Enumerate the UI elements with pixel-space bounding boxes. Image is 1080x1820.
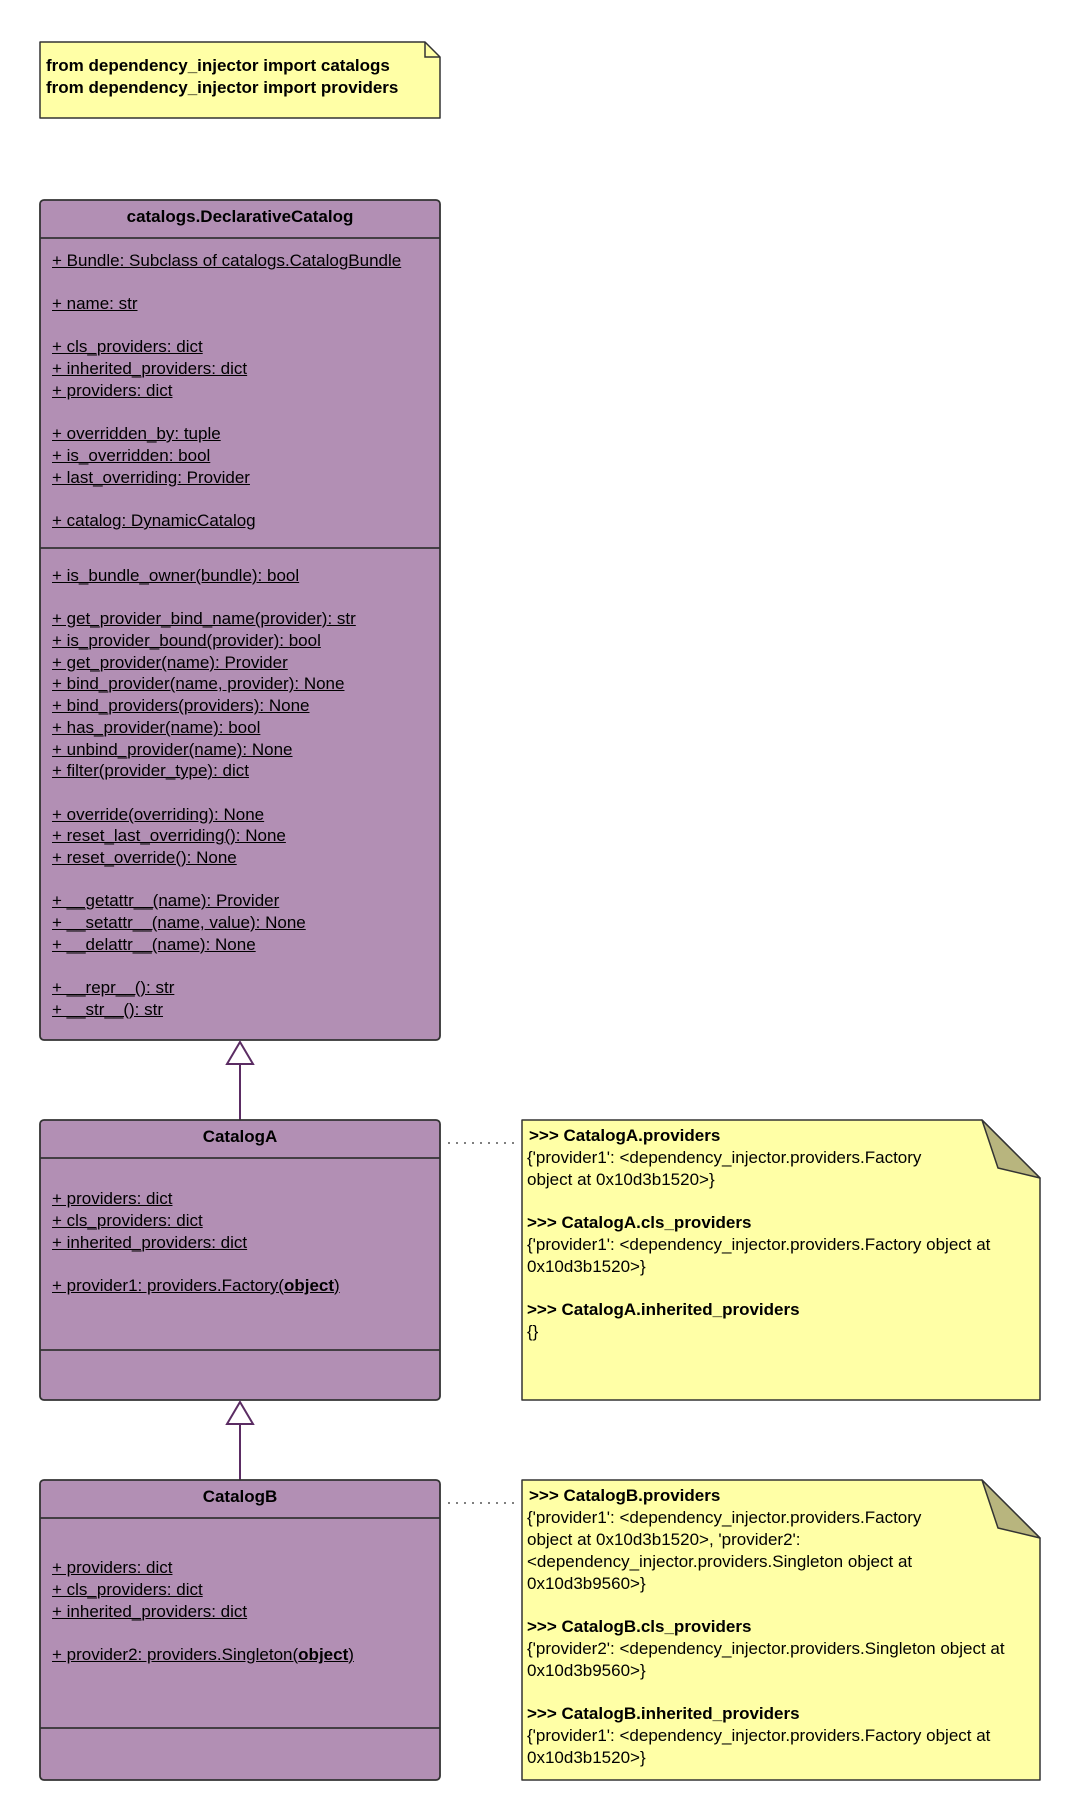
method: + override(overriding): None	[52, 805, 265, 824]
attribute: + inherited_providers: dict	[52, 1602, 248, 1621]
attribute: + providers: dict	[52, 381, 173, 400]
note-line: {}	[527, 1322, 539, 1341]
inheritance-arrowhead-a	[225, 1040, 255, 1065]
provider-prefix: + provider2: providers.Singleton(	[52, 1645, 299, 1664]
note-line: {'provider1': <dependency_injector.provi…	[527, 1148, 922, 1167]
note-line: {'provider1': <dependency_injector.provi…	[527, 1235, 991, 1254]
note-b-shape	[521, 1479, 1041, 1781]
attribute: + cls_providers: dict	[52, 337, 203, 356]
attribute: + cls_providers: dict	[52, 1580, 203, 1599]
catalog-b-title: CatalogB	[202, 1487, 278, 1506]
method: + __repr__(): str	[52, 978, 175, 997]
note-line: <dependency_injector.providers.Singleton…	[527, 1552, 913, 1571]
note-heading: >>> CatalogB.cls_providers	[527, 1617, 752, 1636]
attribute: + name: str	[52, 294, 138, 313]
note-a-fold	[981, 1119, 1041, 1179]
inheritance-arrowhead-b	[225, 1400, 255, 1425]
provider-suffix: )	[348, 1645, 354, 1664]
attribute: + inherited_providers: dict	[52, 1233, 248, 1252]
method: + unbind_provider(name): None	[52, 740, 293, 759]
import-note-shape	[39, 41, 441, 119]
method: + get_provider(name): Provider	[52, 653, 288, 672]
note-line: {'provider1': <dependency_injector.provi…	[527, 1508, 922, 1527]
method: + bind_providers(providers): None	[52, 696, 310, 715]
method: + bind_provider(name, provider): None	[52, 674, 345, 693]
method: + reset_override(): None	[52, 848, 237, 867]
note-a-shape	[521, 1119, 1041, 1401]
note-line: object at 0x10d3b1520>}	[527, 1170, 715, 1189]
method: + reset_last_overriding(): None	[52, 826, 286, 845]
note-heading: >>> CatalogA.cls_providers	[527, 1213, 752, 1232]
catalog-a-box	[39, 1119, 441, 1401]
provider-bold: object	[283, 1276, 335, 1295]
attribute: + last_overriding: Provider	[52, 468, 250, 487]
note-line: 0x10d3b9560>}	[527, 1574, 646, 1593]
provider-attribute: + provider1: providers.Factory(object)	[52, 1275, 340, 1297]
attribute: + overridden_by: tuple	[52, 424, 221, 443]
note-line: 0x10d3b9560>}	[527, 1661, 646, 1680]
attribute: + providers: dict	[52, 1189, 173, 1208]
method: + __delattr__(name): None	[52, 935, 256, 954]
method: + __setattr__(name, value): None	[52, 913, 306, 932]
import-note-text: from dependency_injector import catalogs…	[46, 55, 398, 99]
attribute: + inherited_providers: dict	[52, 359, 248, 378]
import-note-fold	[424, 42, 440, 58]
method: + has_provider(name): bool	[52, 718, 261, 737]
declarative-catalog-title: catalogs.DeclarativeCatalog	[126, 207, 354, 226]
method: + is_provider_bound(provider): bool	[52, 631, 321, 650]
note-line: 0x10d3b1520>}	[527, 1748, 646, 1767]
catalog-b-box	[39, 1479, 441, 1781]
note-heading: >>> CatalogA.inherited_providers	[527, 1300, 800, 1319]
provider-attribute: + provider2: providers.Singleton(object)	[52, 1644, 354, 1666]
attribute: + providers: dict	[52, 1558, 173, 1577]
method: + get_provider_bind_name(provider): str	[52, 609, 356, 628]
note-heading: >>> CatalogB.inherited_providers	[527, 1704, 800, 1723]
catalog-a-title: CatalogA	[202, 1127, 278, 1146]
attribute: + catalog: DynamicCatalog	[52, 511, 256, 530]
attribute: + Bundle: Subclass of catalogs.CatalogBu…	[52, 251, 402, 270]
note-heading: >>> CatalogB.providers	[529, 1486, 721, 1505]
method: + filter(provider_type): dict	[52, 761, 249, 780]
provider-bold: object	[298, 1645, 349, 1664]
note-line: {'provider1': <dependency_injector.provi…	[527, 1726, 991, 1745]
note-b-fold	[981, 1479, 1041, 1539]
import-line: from dependency_injector import provider…	[46, 78, 399, 97]
note-line: object at 0x10d3b1520>, 'provider2':	[527, 1530, 801, 1549]
attribute: + cls_providers: dict	[52, 1211, 203, 1230]
method: + is_bundle_owner(bundle): bool	[52, 566, 300, 585]
method: + __getattr__(name): Provider	[52, 891, 280, 910]
import-line: from dependency_injector import catalogs	[46, 56, 390, 75]
provider-suffix: )	[334, 1276, 340, 1295]
note-a-text: >>> CatalogA.providers {'provider1': <de…	[527, 1125, 990, 1343]
note-b-text: >>> CatalogB.providers {'provider1': <de…	[527, 1485, 1005, 1769]
note-heading: >>> CatalogA.providers	[529, 1126, 721, 1145]
method: + __str__(): str	[52, 1000, 164, 1019]
declarative-catalog-box	[39, 199, 441, 1041]
note-line: {'provider2': <dependency_injector.provi…	[527, 1639, 1005, 1658]
note-line: 0x10d3b1520>}	[527, 1257, 646, 1276]
provider-prefix: + provider1: providers.Factory(	[52, 1276, 284, 1295]
attribute: + is_overridden: bool	[52, 446, 211, 465]
